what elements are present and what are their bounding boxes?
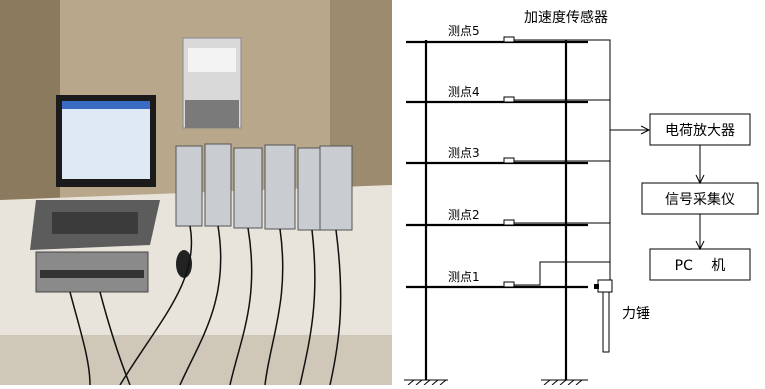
sensor-3 [504, 158, 514, 163]
point-label-4: 测点4 [448, 85, 480, 99]
ground-support-right [541, 380, 588, 385]
case-label [188, 48, 236, 72]
shelf-equipment [185, 100, 239, 128]
sensor-1 [504, 282, 514, 287]
acquisition-ports [40, 270, 144, 278]
lab-setup-photo [0, 0, 392, 385]
table-edge [0, 335, 392, 385]
pc-label: PC 机 [675, 258, 726, 274]
wall-left-panel [0, 0, 60, 200]
diagram-canvas: 加速度传感器 测点5 测点4 测点3 测点2 测点1 电荷放大器 信号采集仪 P… [396, 0, 765, 385]
amplifier-label: 电荷放大器 [665, 123, 735, 139]
sensor-5 [504, 37, 514, 42]
laptop-keyboard [52, 212, 138, 234]
hammer-tip [594, 284, 599, 289]
collector-label: 信号采集仪 [665, 191, 735, 208]
point-label-1: 测点1 [448, 270, 480, 284]
sensor-4 [504, 97, 514, 102]
hammer-label: 力锤 [622, 306, 650, 322]
point-label-3: 测点3 [448, 146, 480, 160]
sensor-label: 加速度传感器 [524, 9, 608, 26]
test-setup-diagram: 加速度传感器 测点5 测点4 测点3 测点2 测点1 电荷放大器 信号采集仪 P… [396, 0, 765, 385]
ground-support-left [404, 380, 448, 385]
point-label-2: 测点2 [448, 208, 480, 222]
sensor-2 [504, 220, 514, 225]
lab-photo-illustration [0, 0, 392, 385]
laptop-screen [62, 101, 150, 179]
laptop-titlebar [62, 101, 150, 109]
hammer-head [598, 280, 612, 292]
hammer-handle [603, 292, 609, 352]
point-label-5: 测点5 [448, 24, 480, 38]
